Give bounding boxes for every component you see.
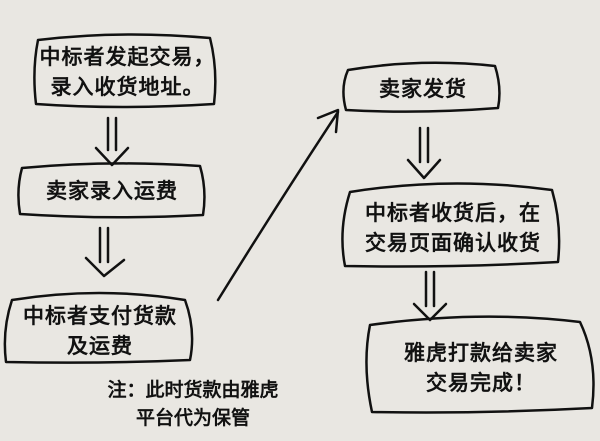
step-3-border: [3, 291, 194, 364]
step-2-line-1: 卖家录入运费: [46, 179, 178, 203]
arrow-down-5: [412, 270, 448, 322]
step-5-box: 中标者收货后，在 交易页面确认收货: [348, 192, 558, 264]
arrow-down-2: [84, 226, 126, 278]
arrow-down-4: [406, 126, 442, 180]
step-3-line-2: 及运费: [67, 334, 133, 358]
step-4-box: 卖家发货: [348, 68, 498, 110]
step-2-border: [17, 162, 206, 219]
step-5-border: [341, 182, 561, 268]
step-1-box: 中标者发起交易， 录入收货地址。: [40, 40, 215, 104]
arrow-diagonal: [216, 108, 340, 302]
step-6-line-2: 交易完成！: [426, 371, 536, 395]
step-4-border: [342, 61, 501, 113]
step-1-line-2: 录入收货地址。: [50, 75, 205, 99]
arrow-down-1: [94, 116, 130, 167]
step-6-border: [365, 315, 595, 414]
step-5-line-1: 中标者收货后，在: [365, 201, 541, 225]
note-line-2: 平台代为保管: [135, 407, 250, 429]
step-3-box: 中标者支付货款 及运费: [8, 300, 192, 362]
step-5-line-2: 交易页面确认收货: [365, 231, 541, 255]
step-3-line-1: 中标者支付货款: [23, 304, 177, 328]
escrow-note: 注：此时货款由雅虎 平台代为保管: [88, 376, 298, 432]
step-1-line-1: 中标者发起交易，: [39, 45, 216, 69]
step-6-line-1: 雅虎打款给卖家: [404, 341, 558, 365]
step-4-line-1: 卖家发货: [379, 77, 467, 101]
step-2-box: 卖家录入运费: [22, 168, 202, 214]
note-line-1: 注：此时货款由雅虎: [107, 379, 279, 401]
step-6-box: 雅虎打款给卖家 交易完成！: [372, 326, 590, 410]
step-1-border: [33, 33, 217, 109]
